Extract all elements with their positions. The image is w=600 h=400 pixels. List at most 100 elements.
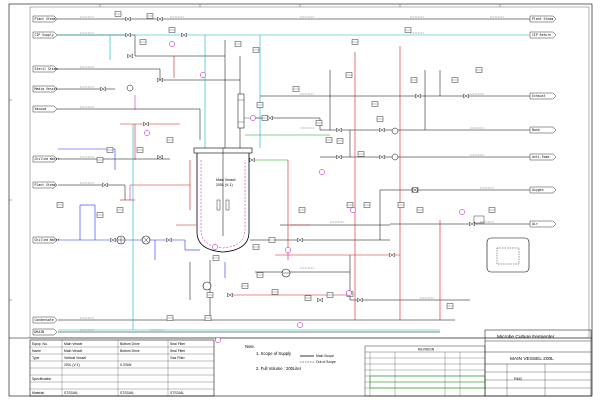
instrument-tag [346, 202, 354, 208]
left-stream-text: Chilled Water [35, 157, 60, 161]
equip-table-cell: Type [32, 356, 39, 360]
equip-table-cell: Bottom Drive [120, 349, 140, 353]
instrument-tag [410, 77, 418, 83]
right-stream-label: Oxygen [529, 186, 557, 194]
right-stream-text: Plant Steam [532, 17, 553, 21]
revision-table: REVISION [364, 345, 486, 397]
valve-symbol [181, 32, 187, 38]
right-stream-label: Exhaust [529, 92, 557, 100]
magenta-callout-circle [285, 247, 291, 253]
valve-symbol [157, 154, 163, 160]
instrument-tag [488, 207, 496, 213]
left-stream-text: Vacuum [35, 107, 47, 111]
instrument-tag [446, 303, 454, 309]
pump-and-exchanger [116, 84, 399, 291]
red-lines [120, 46, 441, 320]
instrument-tag [146, 13, 154, 19]
valve-symbol [379, 127, 385, 133]
notes-box: Note. 1. Scope of Supply 2. Full Volume … [245, 344, 336, 371]
equip-table-cell: STS316L [170, 391, 184, 395]
instrument-tag [261, 115, 269, 121]
right-stream-text: Air [532, 222, 538, 226]
instrument-bubbles [56, 11, 496, 343]
left-stream-label: Steril Steam [32, 65, 58, 73]
vessel-name: Main Vessel [216, 178, 236, 182]
valve-symbol [249, 157, 255, 163]
left-stream-text: DRAIN [35, 330, 45, 334]
instrument-tag [206, 292, 214, 298]
equip-table-header: Equip. No. [32, 342, 48, 346]
left-stream-text: Chilled Water [35, 238, 60, 242]
left-stream-label: DRAIN [32, 328, 58, 336]
instrument-tag [234, 41, 242, 47]
note-volume: 2. Full Volume : 200Liter [256, 366, 302, 371]
magenta-callout-circle [297, 322, 303, 328]
exhaust-condenser [237, 93, 245, 129]
equip-table-cell: Name [32, 349, 41, 353]
valve-symbol [102, 182, 108, 188]
magenta-callout-circle [250, 115, 256, 121]
right-stream-label: Anti-Foam [529, 153, 557, 161]
instrument-tag [292, 86, 300, 92]
valve-symbol [357, 297, 363, 303]
valve-symbol [469, 221, 475, 227]
legend-out-scope: Out of Scope [316, 360, 336, 364]
instrument-tag [326, 292, 334, 298]
instrument-tag [96, 157, 104, 163]
instrument-tag [336, 138, 344, 144]
left-stream-label: Chilled Water [32, 155, 60, 163]
left-stream-label: Plant Steam [32, 15, 58, 23]
instrument-tag [166, 137, 174, 143]
equip-table-cell: 200L (V-1) [64, 363, 80, 367]
valve-symbol [336, 127, 342, 133]
magenta-callout-circle [212, 244, 218, 250]
magenta-callout-circle [144, 130, 150, 136]
valve-symbol [463, 93, 469, 99]
drawing-type: P&ID [514, 377, 522, 381]
equip-table-cell: Vertical Vessel [64, 356, 86, 360]
right-stream-text: Base [532, 128, 540, 132]
right-stream-label: Plant Steam [529, 15, 557, 23]
revision-heading: REVISION [418, 348, 435, 352]
instrument-tag [139, 39, 147, 45]
magenta-callout-circle [215, 337, 221, 343]
instrument-tag [325, 137, 333, 143]
cyan-lines [57, 34, 530, 331]
instrument-tag [397, 202, 405, 208]
instrument-tag [404, 27, 412, 33]
equip-table-cell: Main Vessel [64, 349, 83, 353]
instrument-tag [475, 67, 483, 73]
legend-main-scope: Main Scope [316, 354, 334, 358]
instrument-tag [451, 77, 459, 83]
project-title: Microbe Culture Fermenter [497, 334, 555, 340]
valve-symbol [227, 292, 233, 298]
instrument-tag [376, 116, 384, 122]
left-stream-label: Media Vessel [32, 85, 58, 93]
zone-marks [9, 4, 501, 301]
left-stream-text: Condensate [35, 318, 54, 322]
valve-symbol [379, 154, 385, 160]
instrument-tag [252, 244, 260, 250]
equip-table-cell: Gas Filter [170, 356, 186, 360]
magenta-callout-circle [459, 209, 465, 215]
valve-symbol [157, 77, 163, 83]
left-stream-label: Vacuum [32, 105, 58, 113]
instrument-tag [351, 39, 359, 45]
instrument-tag [268, 237, 276, 243]
valve-symbol [125, 16, 131, 22]
title-block: Microbe Culture Fermenter MAIN VESSEL 20… [484, 329, 592, 397]
valve-symbol [297, 237, 303, 243]
valve-symbol [110, 237, 116, 243]
main-vessel: Main Vessel 200L (V-1) [193, 147, 253, 253]
left-stream-text: Plant Steam [35, 183, 56, 187]
valve-symbol [336, 154, 342, 160]
drawing-frame [29, 6, 590, 339]
notes-heading: Note. [245, 344, 255, 349]
instrument-tag [357, 151, 365, 157]
drawing-title: MAIN VESSEL 200L [510, 356, 554, 362]
equip-table-cell: Seal Filter [170, 349, 186, 353]
magenta-callout-circle [350, 207, 356, 213]
